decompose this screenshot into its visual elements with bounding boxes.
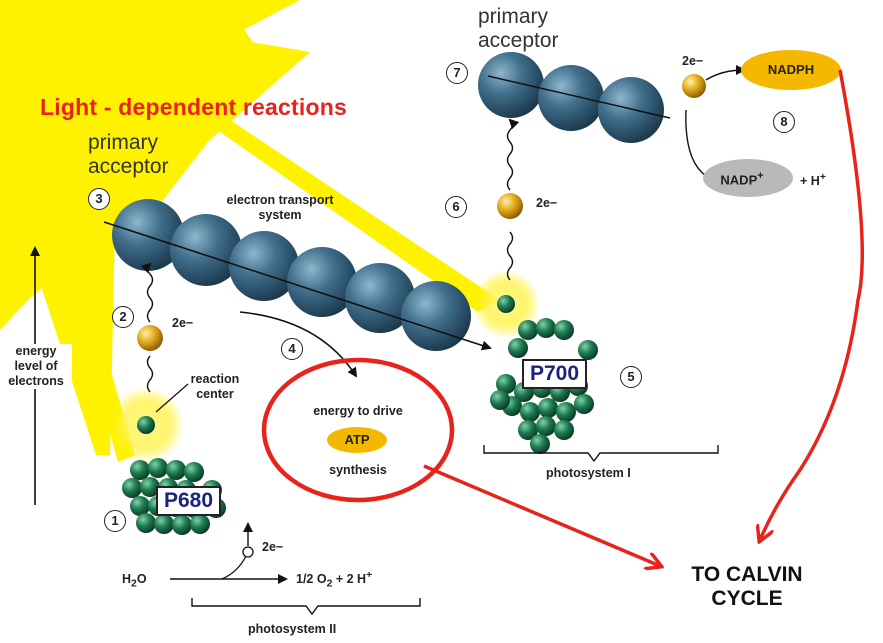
- reaction-center-line1: reaction: [190, 372, 240, 386]
- step-3-badge: 3: [88, 188, 110, 210]
- synthesis-label: synthesis: [329, 463, 387, 477]
- reaction-center-label: reaction center: [180, 372, 250, 402]
- oxygen-prefix: 1/2 O: [296, 572, 327, 587]
- reaction-center-pointer: [155, 383, 189, 413]
- step-5-badge: 5: [620, 366, 642, 388]
- nadph-label: NADPH: [767, 62, 815, 77]
- wavy-path-electron-to-acceptor: [140, 262, 154, 323]
- nadp-sup: +: [757, 170, 764, 182]
- nadp-pill: [703, 159, 793, 197]
- wavy-path-electron-to-acceptor-7: [506, 118, 520, 191]
- step-2-badge: 2: [112, 306, 134, 328]
- electrons-label-step-2: 2e−: [172, 316, 194, 330]
- oxygen-suffix: + 2 H: [332, 572, 367, 587]
- primary-acceptor-7-label-line1: primary: [478, 5, 549, 28]
- energy-level-label: energy level of electrons: [0, 344, 72, 389]
- oxygen-sup: +: [366, 570, 373, 581]
- atp-label: ATP: [344, 432, 370, 447]
- p700-label: P700: [522, 359, 588, 389]
- ets-label: electron transport system: [200, 193, 360, 223]
- to-calvin-line1: TO CALVIN: [691, 563, 803, 586]
- p680-label: P680: [156, 486, 222, 516]
- atp-to-calvin-arrow: [423, 464, 660, 566]
- water-label: H2O: [122, 572, 147, 590]
- energy-level-line3: electrons: [8, 374, 64, 388]
- photosystem-ii-brace: [191, 598, 421, 616]
- primary-acceptor-label-line1: primary: [88, 131, 159, 154]
- h-plus-text: + H: [800, 174, 820, 189]
- wavy-path-p700-to-electron: [506, 231, 514, 281]
- primary-acceptor-7-label-line2: acceptor: [478, 29, 559, 52]
- electrons-label-step-8: 2e−: [682, 54, 704, 68]
- photosystem-ii-label: photosystem II: [248, 622, 337, 636]
- reaction-center-p680: [137, 416, 155, 434]
- primary-acceptor-label-line2: acceptor: [88, 155, 169, 178]
- diagram-title: Light - dependent reactions: [40, 94, 347, 120]
- photosystem-i-acceptor-chain: [478, 52, 664, 143]
- electrons-label-step-6: 2e−: [536, 196, 558, 210]
- nadph-to-calvin-arrow: [760, 69, 865, 540]
- oxygen-label: 1/2 O2 + 2 H+: [296, 570, 372, 590]
- step-4-badge: 4: [281, 338, 303, 360]
- transport-path-arrow: [103, 221, 492, 351]
- to-calvin-line2: CYCLE: [711, 587, 783, 610]
- oxygen-sub: 2: [326, 578, 333, 590]
- sunlight-rays: [0, 0, 500, 462]
- water-o: O: [136, 572, 147, 586]
- nadph-pill: [741, 50, 841, 90]
- step-1-badge: 1: [104, 510, 126, 532]
- atp-highlight-circle: [261, 357, 455, 503]
- h-plus-sup: +: [819, 172, 826, 183]
- nadp-label: NADP+: [712, 170, 772, 187]
- reaction-center-line2: center: [196, 387, 234, 401]
- to-calvin-cycle-label: TO CALVIN CYCLE: [672, 563, 822, 611]
- electron-release-path: [221, 555, 247, 580]
- nadp-text: NADP: [720, 172, 758, 188]
- ets-label-line2: system: [258, 208, 302, 222]
- energy-to-drive-label: energy to drive: [313, 404, 403, 418]
- electron-step-8: [682, 74, 706, 98]
- electron-to-nadph-arrow: [705, 65, 746, 81]
- step-8-badge: 8: [773, 111, 795, 133]
- nadp-to-chain-path: [685, 109, 707, 177]
- ets-label-line1: electron transport: [226, 193, 334, 207]
- energy-level-line2: level of: [14, 359, 58, 373]
- energy-to-atp-arrow: [239, 311, 358, 378]
- photosystem-i-brace: [483, 445, 719, 463]
- electron-step-6: [497, 193, 523, 219]
- electron-step-2: [137, 325, 163, 351]
- h-plus-label: + H+: [800, 172, 826, 188]
- step-7-badge: 7: [446, 62, 468, 84]
- electrons-label-water: 2e−: [262, 540, 284, 554]
- acceptor-chain-line: [487, 75, 671, 119]
- energy-level-line1: energy: [15, 344, 57, 358]
- water-sub: 2: [131, 578, 137, 590]
- step-6-badge: 6: [445, 196, 467, 218]
- released-electron: [242, 546, 254, 558]
- photosystem-i-label: photosystem I: [546, 466, 631, 480]
- atp-pill: [327, 427, 387, 453]
- water-h: H: [122, 572, 132, 586]
- wavy-path-reaction-to-electron: [146, 355, 154, 393]
- reaction-center-p700: [497, 295, 515, 313]
